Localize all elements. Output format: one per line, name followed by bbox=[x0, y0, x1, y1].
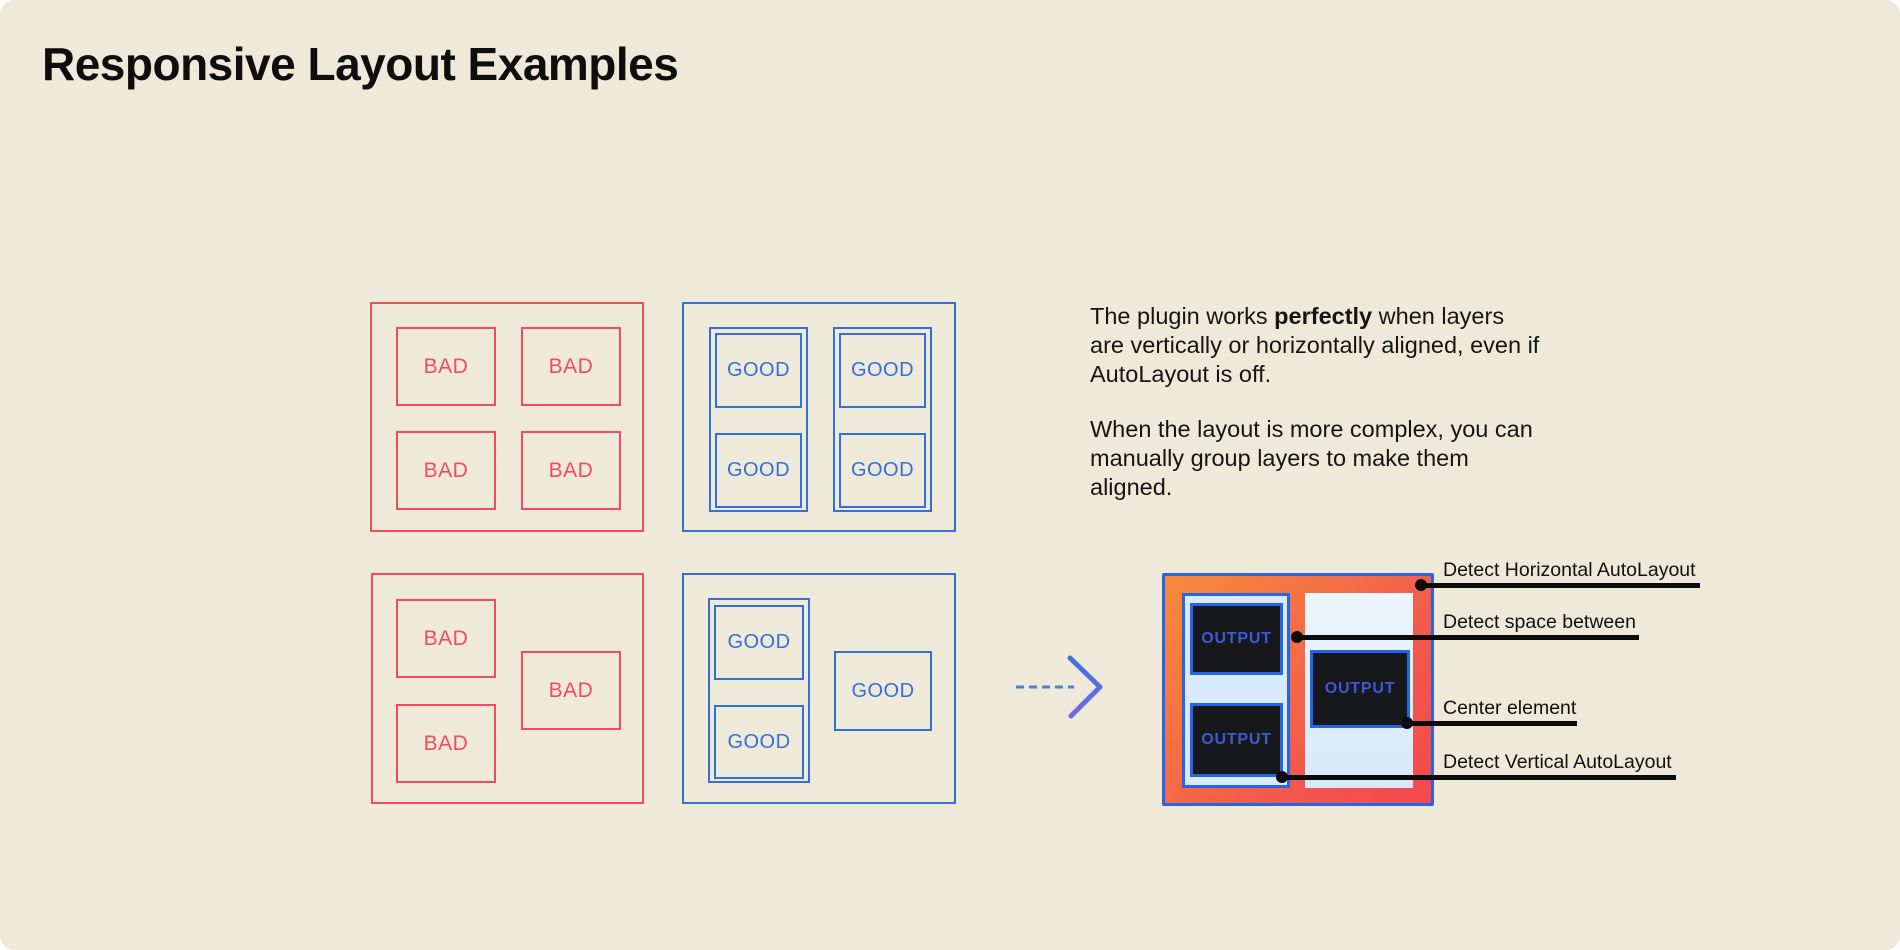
bad-scattered-group: BAD BAD BAD bbox=[371, 573, 644, 804]
p1-after: when layers are vertically or horizontal… bbox=[1090, 303, 1540, 387]
good-grouped-group: GOOD GOOD GOOD bbox=[682, 573, 956, 804]
bad-box: BAD bbox=[396, 599, 496, 678]
p1-before: The plugin works bbox=[1090, 303, 1275, 329]
output-preview-frame: OUTPUT OUTPUT OUTPUT bbox=[1162, 573, 1434, 806]
annotation-line bbox=[1282, 775, 1676, 780]
good-grid-group: GOOD GOOD GOOD GOOD bbox=[682, 302, 956, 532]
bad-box: BAD bbox=[521, 327, 621, 406]
bad-box: BAD bbox=[521, 651, 621, 730]
bad-box: BAD bbox=[521, 431, 621, 510]
annotation-label: Center element bbox=[1443, 697, 1577, 719]
bad-box: BAD bbox=[396, 704, 496, 783]
good-column-frame: GOOD GOOD bbox=[833, 327, 932, 512]
good-box: GOOD bbox=[714, 705, 804, 779]
output-left-column: OUTPUT OUTPUT bbox=[1182, 593, 1290, 788]
good-box: GOOD bbox=[715, 433, 802, 508]
description-text: The plugin works perfectly when layers a… bbox=[1090, 302, 1542, 528]
page-title: Responsive Layout Examples bbox=[42, 38, 679, 90]
good-box: GOOD bbox=[839, 333, 926, 408]
bad-box: BAD bbox=[396, 431, 496, 510]
output-right-column: OUTPUT bbox=[1305, 593, 1413, 788]
good-box: GOOD bbox=[834, 651, 932, 731]
description-paragraph-2: When the layout is more complex, you can… bbox=[1090, 416, 1533, 500]
annotation-label: Detect space between bbox=[1443, 611, 1636, 633]
output-box: OUTPUT bbox=[1190, 703, 1283, 777]
bad-grid-group: BAD BAD BAD BAD bbox=[370, 302, 644, 532]
good-box: GOOD bbox=[839, 433, 926, 508]
good-column-frame: GOOD GOOD bbox=[708, 598, 810, 783]
annotation-line bbox=[1297, 635, 1639, 640]
output-box: OUTPUT bbox=[1310, 650, 1410, 728]
p1-bold: perfectly bbox=[1274, 303, 1373, 329]
annotation-line bbox=[1407, 721, 1577, 726]
output-box: OUTPUT bbox=[1190, 603, 1283, 675]
good-box: GOOD bbox=[715, 333, 802, 408]
good-box: GOOD bbox=[714, 605, 804, 680]
annotation-label: Detect Vertical AutoLayout bbox=[1443, 751, 1672, 773]
annotation-line bbox=[1421, 583, 1700, 588]
description-paragraph-1: The plugin works perfectly when layers a… bbox=[1090, 302, 1542, 389]
good-column-frame: GOOD GOOD bbox=[709, 327, 808, 512]
flow-arrow-icon bbox=[1016, 655, 1103, 719]
bad-box: BAD bbox=[396, 327, 496, 406]
annotation-label: Detect Horizontal AutoLayout bbox=[1443, 559, 1696, 581]
